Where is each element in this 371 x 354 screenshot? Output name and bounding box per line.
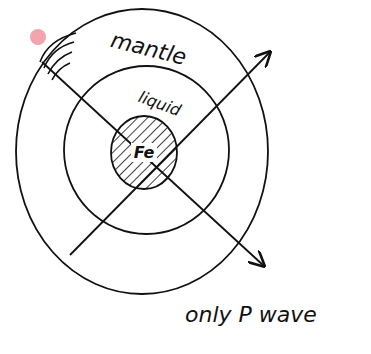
layer-label: mantle: [108, 28, 189, 70]
inner-core-circle: Fe: [110, 115, 178, 190]
wave-arc: [40, 33, 76, 62]
layer-label: Fe: [131, 143, 158, 163]
layer-label: liquid: [136, 88, 183, 120]
ray-line: [42, 62, 264, 266]
note-label: only P wave: [185, 303, 317, 327]
liquid-core-circle: liquidFe: [63, 65, 230, 235]
ray-line: [70, 52, 270, 255]
mantle-circle: mantleliquidFe: [15, 8, 269, 295]
pink-dot: [30, 29, 46, 45]
wave-arc: [52, 63, 70, 80]
